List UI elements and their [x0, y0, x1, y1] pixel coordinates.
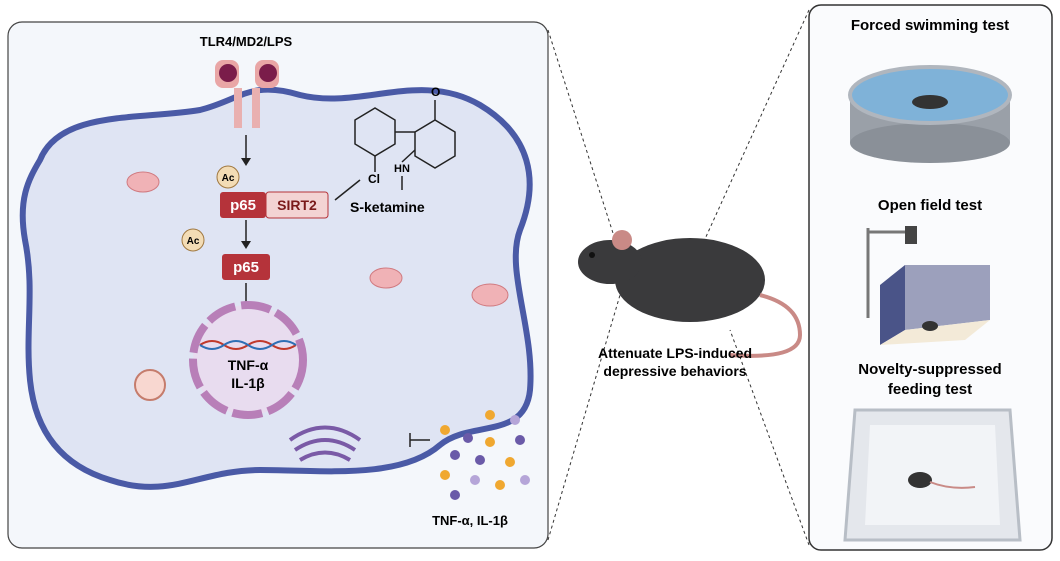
- ketamine-structure-icon: [334, 100, 456, 201]
- arrowhead-icon: [241, 158, 251, 166]
- test-label-nsf-1: Novelty-suppressed: [858, 361, 1001, 378]
- connector-right-bottom: [729, 329, 810, 546]
- test-label-nsf-2: feeding test: [888, 381, 972, 398]
- mitochondrion-icon: [369, 267, 403, 289]
- gene-label-tnf: TNF-α: [228, 357, 269, 373]
- acetyl-label-1: Ac: [222, 173, 235, 184]
- test-label-forced-swim: Forced swimming test: [851, 17, 1009, 34]
- p65-bound-box: [220, 192, 266, 218]
- gene-label-il1b: IL-1β: [231, 375, 265, 391]
- nucleus: [189, 301, 307, 419]
- acetyl-badge-1: [216, 165, 240, 189]
- chem-amine: HN: [394, 163, 410, 175]
- dna-strand-icon: [199, 340, 297, 350]
- connector-top: [547, 29, 621, 256]
- mouse-caption-2: depressive behaviors: [603, 363, 746, 379]
- acetyl-badge-2: [181, 228, 205, 252]
- vesicle-icon: [134, 369, 166, 401]
- sirt2-label: SIRT2: [277, 197, 317, 213]
- cytokines-label: TNF-α, IL-1β: [432, 513, 508, 528]
- feeding-box-icon: [843, 408, 1022, 542]
- connector-right-top: [699, 9, 810, 251]
- p65-free-box: [222, 254, 270, 280]
- p65-free-label: p65: [233, 259, 259, 276]
- tlr4-receptor-icon: [215, 60, 279, 128]
- mouse-icon: [578, 230, 803, 358]
- mitochondrion-icon: [471, 283, 509, 307]
- mitochondrion-icon: [126, 171, 160, 193]
- open-field-arena-icon: [866, 226, 990, 345]
- golgi-icon: [288, 425, 362, 462]
- arrowhead-icon: [241, 241, 251, 249]
- acetyl-label-2: Ac: [187, 236, 200, 247]
- swim-tank-icon: [848, 65, 1012, 163]
- test-label-open-field: Open field test: [878, 197, 982, 214]
- receptor-label: TLR4/MD2/LPS: [200, 34, 293, 49]
- chem-oxygen: O: [431, 85, 440, 99]
- cytokine-particles-icon: [440, 410, 530, 500]
- drug-label: S-ketamine: [350, 199, 425, 215]
- chem-chlorine: Cl: [368, 172, 380, 186]
- mouse-caption-1: Attenuate LPS-induced: [598, 345, 752, 361]
- sirt2-box: [265, 191, 329, 219]
- connector-bottom: [547, 294, 621, 541]
- p65-bound-label: p65: [230, 197, 256, 214]
